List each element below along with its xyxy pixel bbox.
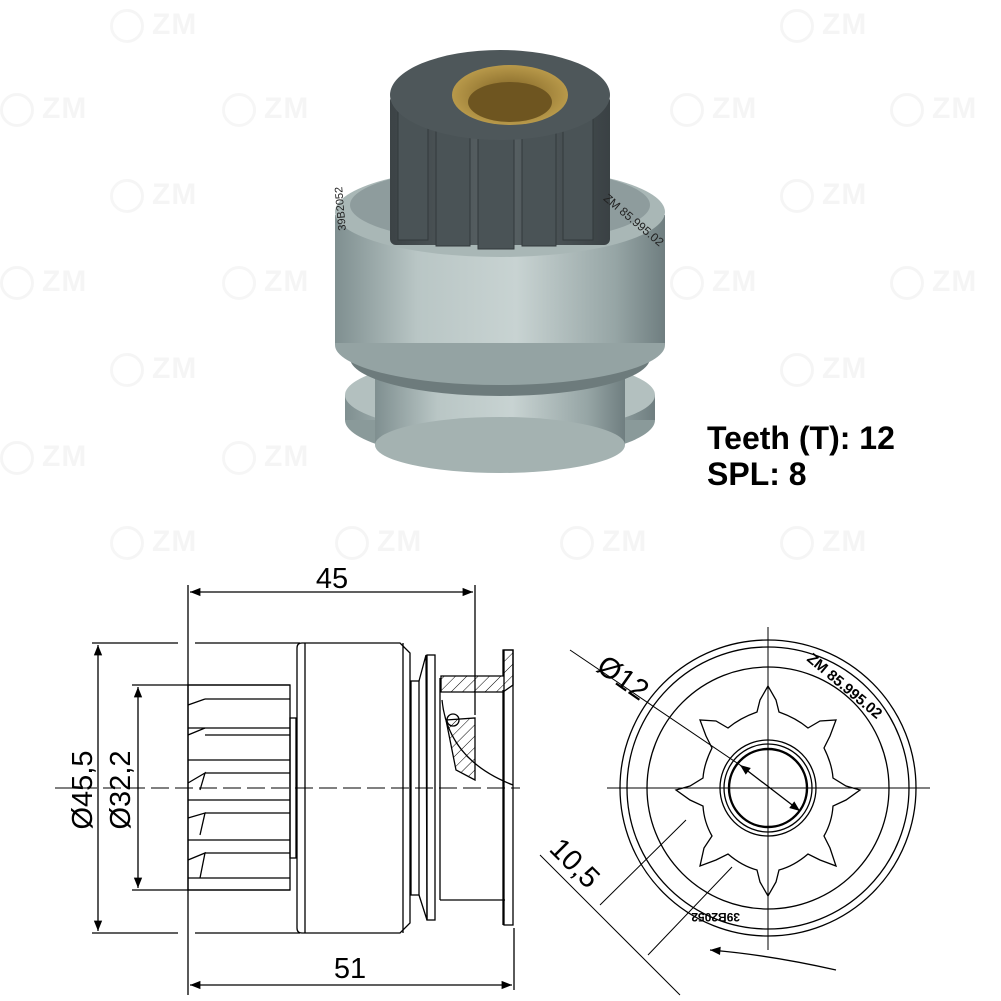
dim-bore: Ø12 [591,650,654,708]
spline-count-label: SPL: 8 [707,456,807,492]
front-view [539,627,930,996]
specs-block: Teeth (T): 12 SPL: 8 [707,420,895,492]
dim-spline: 10,5 [543,832,606,895]
dim-outer-diameter: Ø45,5 [67,751,99,830]
front-marking-bottom: 39B2052 [691,910,740,924]
dim-length-51: 51 [334,953,366,985]
side-view [92,585,515,995]
dim-length-45: 45 [316,563,348,595]
starter-drive-3d-render: ZM 85.995.02 39B2052 [333,50,667,473]
dim-pinion-diameter: Ø32,2 [105,751,137,830]
teeth-count-label: Teeth (T): 12 [707,420,895,456]
render-marking-side: 39B2052 [333,186,349,231]
